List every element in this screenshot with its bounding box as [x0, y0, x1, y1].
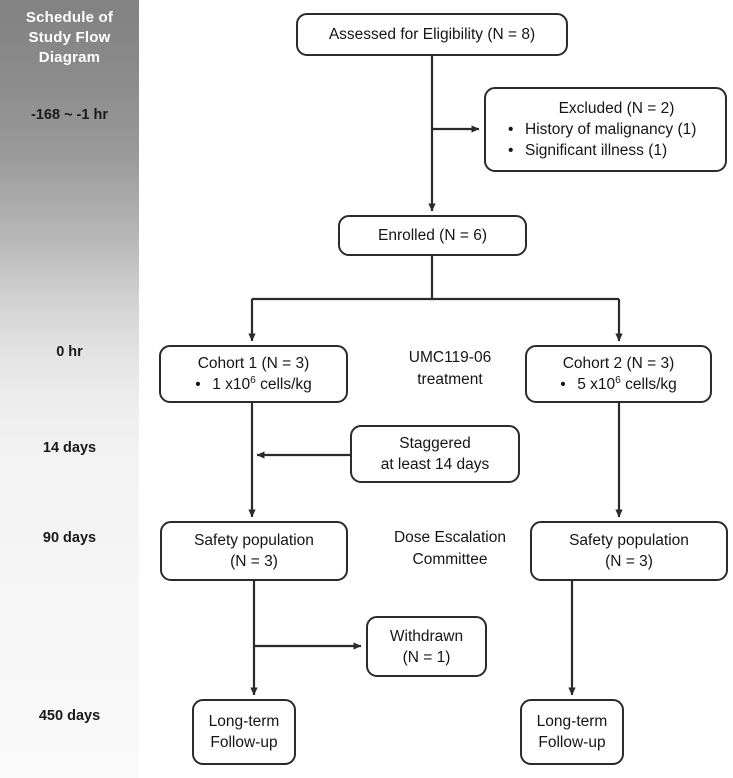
sidebar-title: Schedule of Study Flow Diagram: [25, 9, 114, 66]
node-cohort-2-dose-exponent: 6: [615, 374, 621, 386]
node-enrolled[interactable]: Enrolled (N = 6): [338, 215, 527, 256]
node-safety-population-cohort-2-line-1: Safety population: [569, 532, 689, 549]
node-cohort-1-title: Cohort 1 (N = 3): [197, 355, 310, 372]
caption-umc119-06-treatment: UMC119-06 treatment: [408, 349, 492, 388]
node-safety-population-cohort-1[interactable]: Safety population (N = 3): [160, 521, 348, 581]
node-cohort-1[interactable]: Cohort 1 (N = 3) 1 x106 cells/kg: [159, 345, 348, 403]
node-withdrawn-line-2: (N = 1): [402, 648, 451, 666]
node-cohort-1-dose-suffix: cells/kg: [255, 376, 312, 393]
node-long-term-follow-up-cohort-1[interactable]: Long-term Follow-up: [192, 699, 296, 765]
timeline-sidebar: Schedule of Study Flow Diagram -168 ~ -1…: [0, 0, 139, 778]
node-safety-population-cohort-1-line-1: Safety population: [194, 532, 314, 549]
node-withdrawn-line-1: Withdrawn: [389, 627, 464, 645]
node-long-term-follow-up-cohort-2[interactable]: Long-term Follow-up: [520, 699, 624, 765]
node-long-term-follow-up-cohort-1-line-1: Long-term: [208, 713, 280, 730]
node-excluded-item-0: History of malignancy (1): [508, 119, 696, 140]
node-cohort-2-dose-prefix: 5 x10: [577, 376, 616, 393]
node-long-term-follow-up-cohort-2-line-2: Follow-up: [538, 734, 606, 751]
node-staggered-line-2: at least 14 days: [380, 456, 490, 473]
node-cohort-2-title: Cohort 2 (N = 3): [562, 355, 675, 372]
node-safety-population-cohort-2[interactable]: Safety population (N = 3): [530, 521, 728, 581]
timeline-label-0hr: 0 hr: [56, 344, 83, 360]
timeline-label-14days: 14 days: [42, 440, 97, 456]
timeline-label-90days: 90 days: [42, 530, 97, 546]
node-cohort-1-dose-prefix: 1 x10: [212, 376, 251, 393]
timeline-label-450days: 450 days: [38, 708, 101, 724]
node-cohort-1-dose: 1 x106 cells/kg: [195, 374, 312, 395]
node-excluded-item-1: Significant illness (1): [508, 140, 667, 161]
node-excluded-title: Excluded (N = 2): [558, 100, 675, 117]
node-enrolled-label: Enrolled (N = 6): [378, 227, 487, 244]
node-cohort-2-dose-suffix: cells/kg: [620, 376, 677, 393]
node-excluded[interactable]: Excluded (N = 2) History of malignancy (…: [484, 87, 727, 172]
node-assessed-for-eligibility[interactable]: Assessed for Eligibility (N = 8): [296, 13, 568, 56]
node-cohort-2-dose: 5 x106 cells/kg: [560, 374, 677, 395]
node-staggered-line-1: Staggered: [399, 435, 471, 452]
node-staggered[interactable]: Staggered at least 14 days: [350, 425, 520, 483]
node-assessed-label: Assessed for Eligibility (N = 8): [328, 26, 536, 43]
node-long-term-follow-up-cohort-2-line-1: Long-term: [536, 713, 608, 730]
timeline-label-screening: -168 ~ -1 hr: [31, 107, 108, 123]
node-safety-population-cohort-1-line-2: (N = 3): [230, 553, 278, 570]
node-safety-population-cohort-2-line-2: (N = 3): [605, 553, 653, 570]
node-cohort-2[interactable]: Cohort 2 (N = 3) 5 x106 cells/kg: [525, 345, 712, 403]
node-withdrawn[interactable]: Withdrawn (N = 1): [366, 616, 487, 677]
caption-dose-escalation-committee: Dose Escalation Committee: [393, 529, 506, 568]
node-cohort-1-dose-exponent: 6: [250, 374, 256, 386]
node-long-term-follow-up-cohort-1-line-2: Follow-up: [210, 734, 278, 751]
